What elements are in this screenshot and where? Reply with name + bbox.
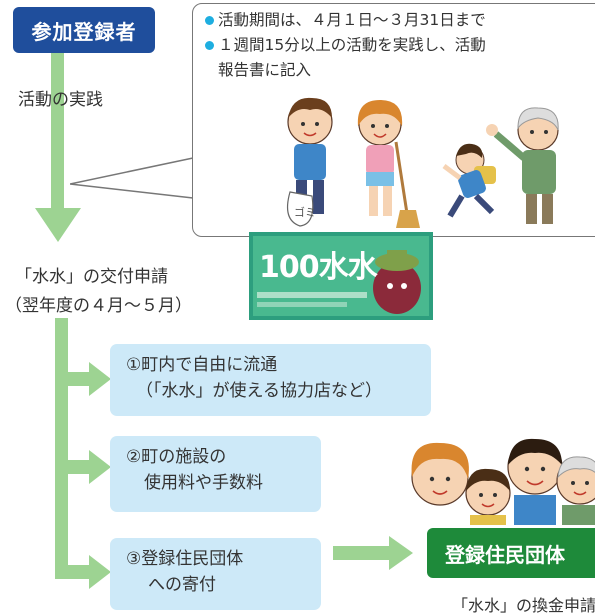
note-item-2-line-2: 報告書に記入 (218, 61, 312, 79)
option-1-line-1: ①町内で自由に流通 (126, 355, 278, 375)
branch-arrow-3 (55, 555, 111, 589)
girl-illustration (357, 100, 420, 228)
branch-arrow-1 (55, 362, 111, 396)
start-box: 参加登録者 (13, 7, 155, 53)
note-item-1-line-1: 活動期間は、４月１日～３月31日まで (218, 11, 486, 29)
option-card-1: ①町内で自由に流通 （「水水」が使える協力店など） (110, 344, 431, 416)
boy-illustration: ゴミ (287, 97, 333, 227)
option-3-line-2: への寄付 (148, 575, 216, 595)
note-item-2: １週間15分以上の活動を実践し、活動 (205, 33, 595, 58)
activity-label: 活動の実践 (18, 90, 103, 110)
org-box: 登録住民団体 (427, 528, 595, 578)
note-item-2-cont: 報告書に記入 (205, 58, 595, 83)
elder-illustration (486, 107, 559, 224)
org-label: 登録住民団体 (445, 542, 565, 567)
running-child-illustration (442, 143, 496, 218)
children-activity-illustration: ゴミ (287, 97, 559, 228)
svg-text:ゴミ: ゴミ (294, 205, 316, 219)
speech-pointer (70, 157, 194, 199)
apply-line-1: 「水水」の交付申請 (15, 267, 168, 287)
option-3-line-1: ③登録住民団体 (126, 549, 244, 569)
option-card-3: ③登録住民団体 への寄付 (110, 538, 321, 610)
note-item-2-line-1: １週間15分以上の活動を実践し、活動 (218, 36, 486, 54)
family-illustration (411, 438, 595, 525)
option-2-line-2: 使用料や手数料 (144, 473, 263, 493)
flow-line-top (51, 53, 64, 213)
arrow-to-org (333, 536, 413, 570)
apply-line-2: （翌年度の４月～５月） (5, 296, 192, 316)
option-card-2: ②町の施設の 使用料や手数料 (110, 436, 321, 512)
voucher-text: 100水水 (259, 250, 378, 285)
option-2-line-1: ②町の施設の (126, 447, 227, 467)
bullet-icon (205, 16, 214, 25)
branch-arrow-2 (55, 450, 111, 484)
start-label: 参加登録者 (31, 19, 137, 44)
flow-line-branch (55, 318, 68, 572)
note-item-1: 活動期間は、４月１日～３月31日まで (205, 8, 595, 33)
option-1-line-2: （「水水」が使える協力店など） (136, 381, 382, 401)
bullet-icon (205, 41, 214, 50)
flow-arrow-down (35, 208, 81, 242)
voucher-image: 100水水 (249, 232, 433, 320)
org-caption: 「水水」の換金申請 (452, 596, 595, 615)
